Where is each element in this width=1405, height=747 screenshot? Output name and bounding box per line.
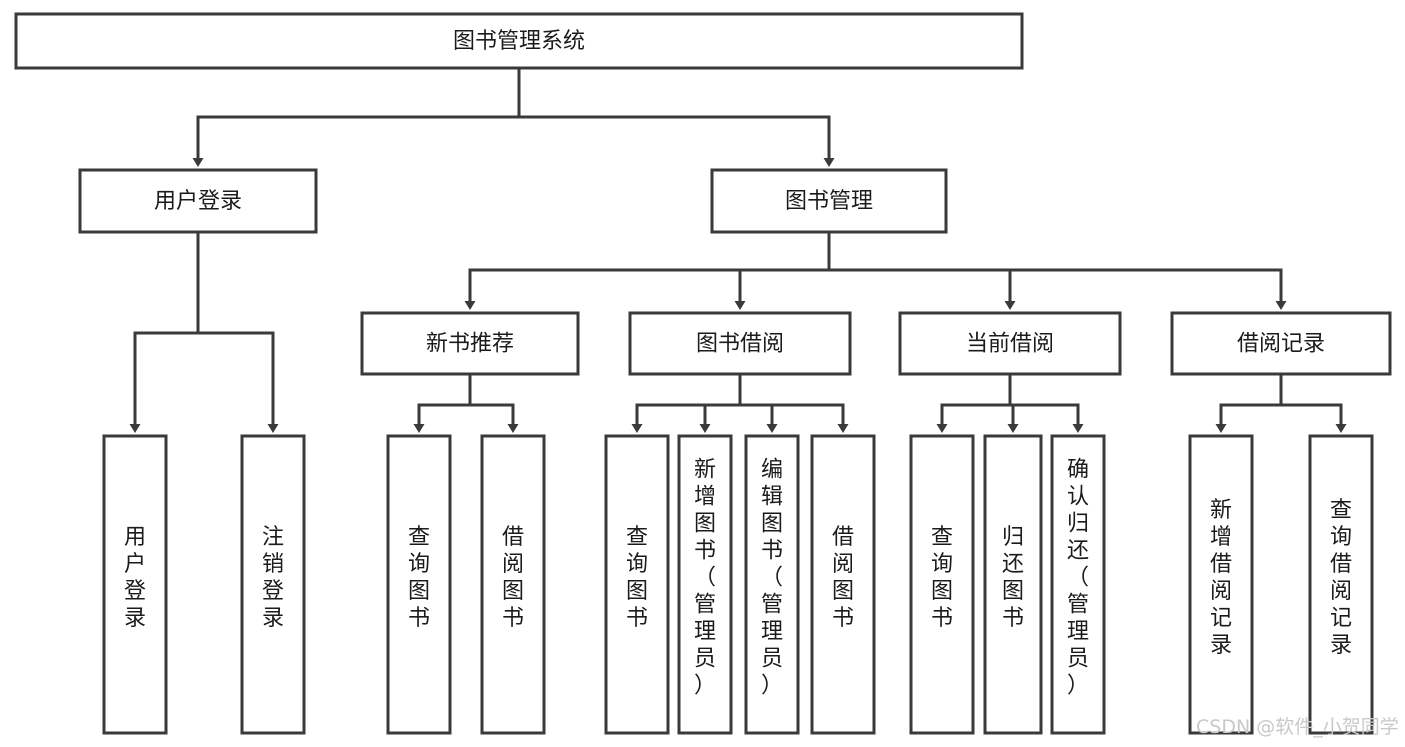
node-label-vertical: 查询图书 — [931, 525, 953, 631]
node-label: 当前借阅 — [966, 332, 1054, 357]
node-label: 新书推荐 — [426, 332, 514, 357]
node-leaf-borrow-book[interactable]: 借阅图书 — [810, 434, 876, 735]
connector-layer — [129, 66, 1347, 433]
node-book-manage[interactable]: 图书管理 — [710, 168, 948, 234]
node-label-vertical: 确认归还（管理员） — [1067, 458, 1089, 699]
node-label: 图书借阅 — [696, 332, 784, 357]
node-leaf-query-book-rec[interactable]: 查询图书 — [386, 434, 452, 735]
node-new-book-rec[interactable]: 新书推荐 — [360, 311, 580, 376]
node-label-vertical: 归还图书 — [1002, 525, 1024, 631]
node-label-vertical: 借阅图书 — [502, 525, 524, 631]
node-leaf-query-book-cur[interactable]: 查询图书 — [909, 434, 975, 735]
node-book-borrow[interactable]: 图书借阅 — [628, 311, 852, 376]
node-label: 图书管理 — [785, 189, 873, 214]
node-leaf-borrow-book-rec[interactable]: 借阅图书 — [480, 434, 546, 735]
node-label-vertical: 查询图书 — [626, 525, 648, 631]
node-label-vertical: 新增图书（管理员） — [694, 458, 716, 699]
node-current-borrow[interactable]: 当前借阅 — [898, 311, 1122, 376]
node-label-vertical: 查询图书 — [408, 525, 430, 631]
node-label-vertical: 注销登录 — [262, 525, 284, 631]
node-leaf-confirm-return[interactable]: 确认归还（管理员） — [1050, 434, 1106, 735]
node-leaf-query-book[interactable]: 查询图书 — [604, 434, 670, 735]
node-leaf-query-record[interactable]: 查询借阅记录 — [1308, 434, 1374, 735]
node-label: 图书管理系统 — [453, 29, 585, 54]
node-leaf-add-book[interactable]: 新增图书（管理员） — [677, 434, 733, 735]
node-root[interactable]: 图书管理系统 — [14, 12, 1024, 70]
node-label-vertical: 编辑图书（管理员） — [761, 458, 783, 699]
node-leaf-return-book[interactable]: 归还图书 — [983, 434, 1043, 735]
node-borrow-record[interactable]: 借阅记录 — [1170, 311, 1392, 376]
watermark-text: CSDN @软件_小贺同学 — [1196, 716, 1399, 738]
node-label-vertical: 用户登录 — [124, 525, 146, 631]
node-label-vertical: 查询借阅记录 — [1330, 498, 1352, 658]
node-label: 用户登录 — [154, 189, 242, 214]
node-label: 借阅记录 — [1237, 332, 1325, 357]
node-layer: 图书管理系统用户登录图书管理新书推荐图书借阅当前借阅借阅记录用户登录注销登录查询… — [14, 12, 1392, 735]
node-label-vertical: 借阅图书 — [832, 525, 854, 631]
node-label-vertical: 新增借阅记录 — [1210, 498, 1232, 658]
node-leaf-logout[interactable]: 注销登录 — [240, 434, 306, 735]
node-user-login[interactable]: 用户登录 — [78, 168, 318, 234]
node-leaf-user-login[interactable]: 用户登录 — [102, 434, 168, 735]
node-leaf-edit-book[interactable]: 编辑图书（管理员） — [744, 434, 800, 735]
node-leaf-add-record[interactable]: 新增借阅记录 — [1188, 434, 1254, 735]
